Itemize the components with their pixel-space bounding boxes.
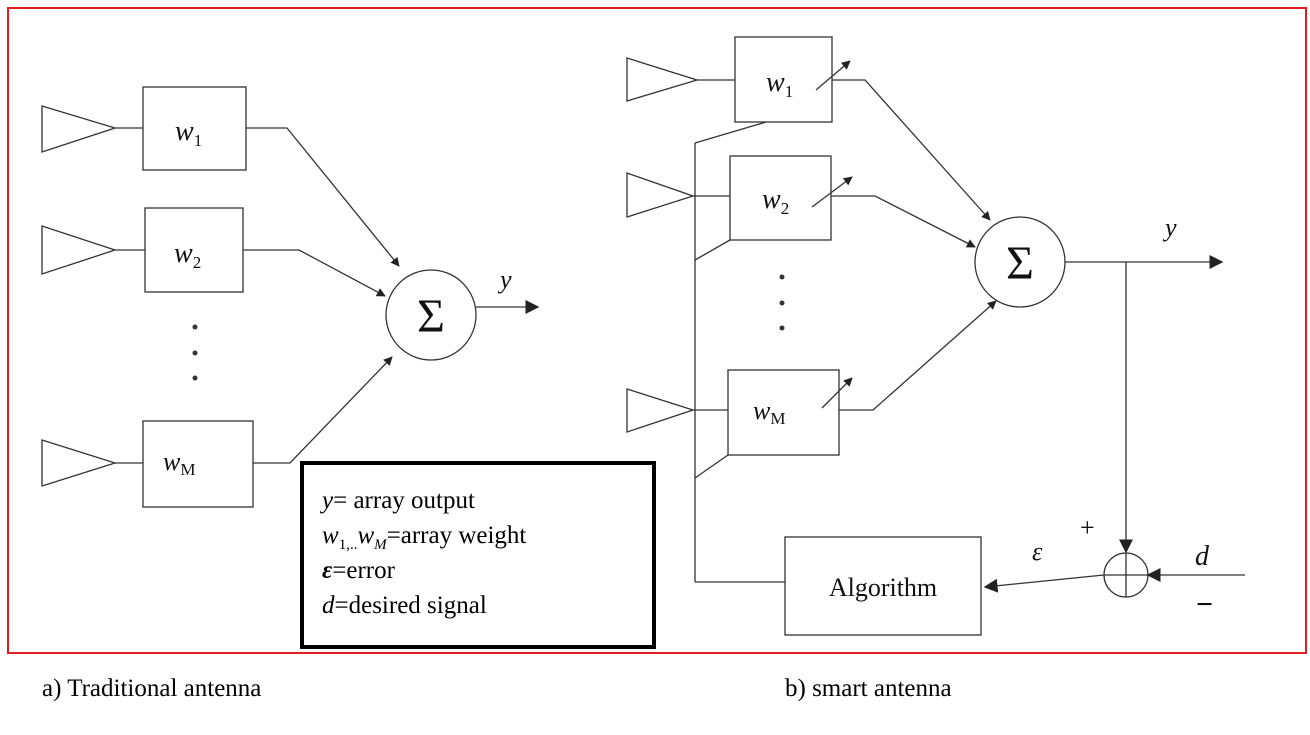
legend-line-weight: w1,..wM=array weight — [322, 518, 652, 553]
antenna-icon — [626, 172, 696, 218]
ellipsis-dots — [192, 324, 198, 381]
legend-symbol: d — [322, 592, 335, 619]
legend-symbol: ε — [322, 557, 333, 584]
smart-antenna-panel — [626, 36, 1245, 636]
legend-symbol: w — [322, 522, 339, 549]
antenna-icon — [41, 105, 118, 153]
algorithm-label: Algorithm — [829, 573, 937, 602]
weight-box-w2 — [144, 207, 244, 293]
weight-box-w2 — [729, 155, 832, 241]
figure-frame — [7, 7, 1307, 654]
legend-subscript: 1,.. — [338, 537, 358, 553]
antenna-icon — [41, 225, 118, 275]
weight-label-w2: w2 — [762, 184, 789, 218]
error-label: ε — [1032, 537, 1043, 566]
weight-label-w1: w1 — [766, 67, 793, 101]
weight-label-w1: w1 — [175, 116, 202, 150]
summation-node — [385, 269, 477, 361]
weight-label-wM: wM — [753, 396, 785, 428]
caption-smart-antenna: b) smart antenna — [785, 675, 952, 702]
minus-sign: − — [1196, 588, 1213, 621]
desired-signal-label: d — [1195, 541, 1210, 572]
weight-label-w2: w2 — [174, 238, 201, 272]
caption-traditional-antenna: a) Traditional antenna — [42, 675, 262, 702]
antenna-icon — [626, 57, 700, 102]
sigma-symbol: Σ — [1006, 237, 1034, 290]
weight-box-wM — [142, 420, 254, 508]
plus-sign: + — [1080, 513, 1095, 542]
legend-line-y: y= array output — [322, 483, 652, 518]
legend-symbol: y — [322, 487, 334, 514]
antenna-icon — [626, 388, 696, 433]
legend-subscript: M — [374, 537, 387, 553]
legend-line-error: ε=error — [322, 553, 652, 588]
ellipsis-dots — [779, 274, 785, 331]
output-label-y: y — [1162, 213, 1177, 242]
antenna-icon — [41, 439, 118, 487]
weight-box-w1 — [142, 86, 247, 171]
weight-box-wM — [727, 369, 840, 456]
legend-text: =error — [332, 557, 395, 584]
algorithm-box — [784, 536, 982, 636]
weight-label-wM: wM — [163, 447, 195, 479]
output-label-y: y — [497, 265, 512, 294]
traditional-antenna-panel — [41, 86, 540, 508]
legend-text: =desired signal — [334, 592, 487, 619]
sigma-symbol: Σ — [417, 290, 445, 343]
legend-text: =array weight — [386, 522, 527, 549]
legend-text: = array output — [333, 487, 475, 514]
legend-box: y= array output w1,..wM=array weight ε=e… — [300, 461, 656, 649]
legend-line-desired: d=desired signal — [322, 588, 652, 623]
legend-symbol: w — [357, 522, 375, 549]
